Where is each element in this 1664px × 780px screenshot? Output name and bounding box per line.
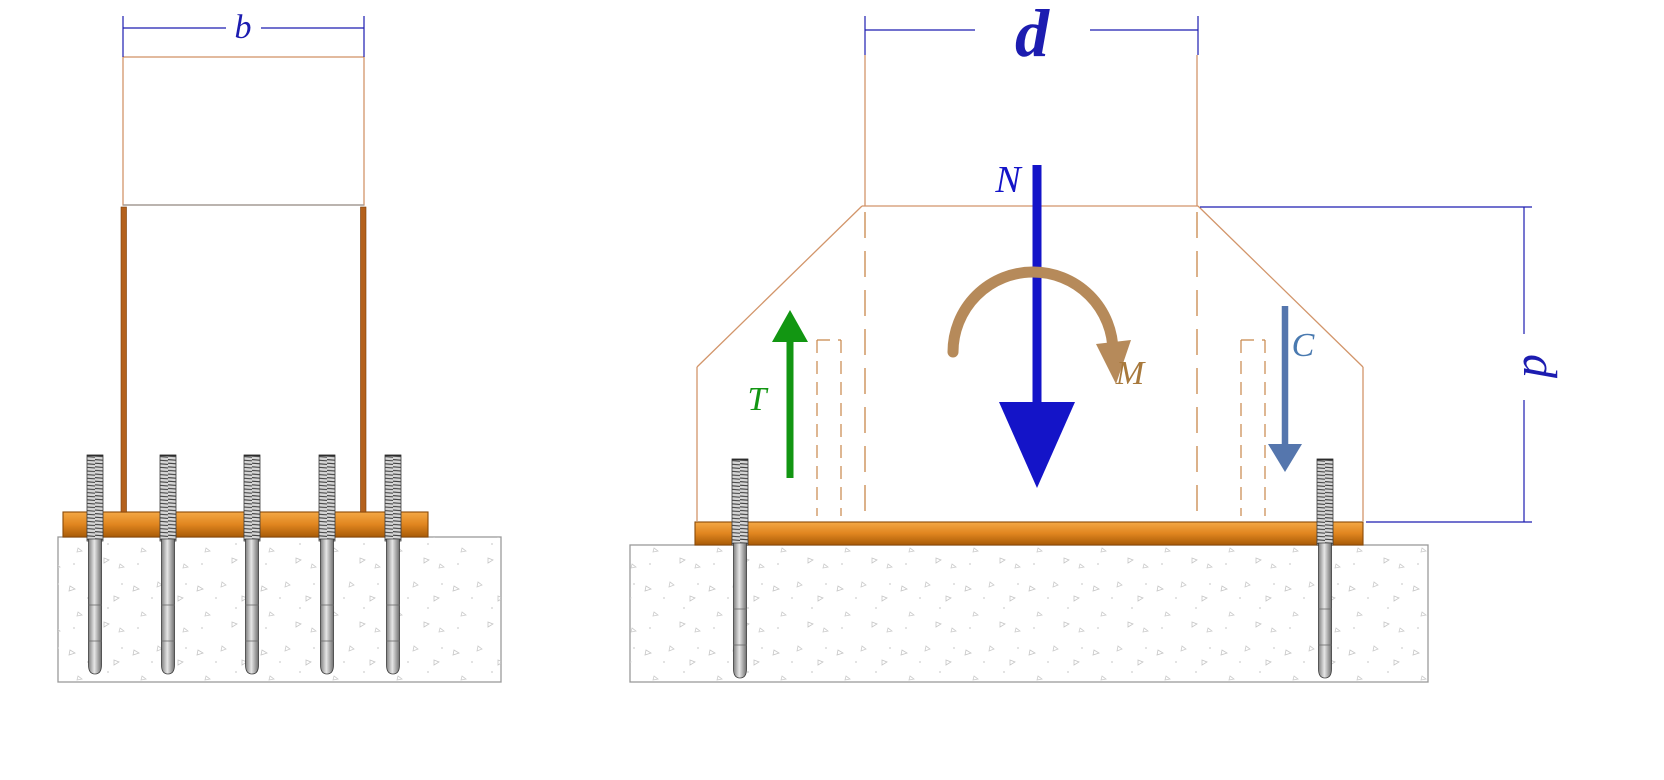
right-force-view: d d N M T C: [629, 0, 1566, 683]
moment-label: M: [1115, 355, 1146, 392]
moment-arc: [947, 266, 1119, 358]
left-elevation-view: b: [57, 9, 502, 683]
anchor-bolt: [159, 454, 177, 675]
base-plate: [694, 521, 1364, 546]
column-shaft-outline: [122, 56, 365, 206]
dimension-d-side-label: d: [1513, 354, 1566, 379]
tension-label: T: [748, 381, 769, 418]
hidden-bolt-right-outline: [1240, 339, 1266, 516]
axial-force-N: N: [994, 159, 1075, 488]
concrete-foundation-right: [629, 544, 1429, 683]
stiffener-slope-right: [1197, 205, 1364, 368]
stiffener-slope-left: [696, 205, 863, 368]
concrete-texture: [630, 545, 1428, 682]
dimension-d-side: d: [1200, 206, 1566, 523]
base-plate-right: [694, 521, 1364, 546]
tension-arrow-head-icon: [772, 310, 808, 342]
concrete-texture: [58, 537, 501, 682]
compression-label: C: [1292, 327, 1315, 364]
moment-arrow-head-icon: [1096, 340, 1131, 384]
compression-arrow-head-icon: [1268, 444, 1302, 472]
column-left: [120, 56, 367, 513]
dimension-d-top: d: [864, 0, 1199, 71]
compression-force-C: C: [1268, 306, 1315, 472]
axial-arrow-head-icon: [999, 402, 1075, 488]
axial-force-label: N: [994, 159, 1023, 201]
anchor-bolt: [1316, 458, 1334, 679]
anchor-bolt: [86, 454, 104, 675]
anchor-bolt: [731, 458, 749, 679]
dimension-d-top-label: d: [1015, 0, 1050, 71]
column-right-outline: [696, 55, 1364, 521]
concrete-foundation-left: [57, 536, 502, 683]
anchor-bolt: [318, 454, 336, 675]
moment-M: M: [947, 266, 1146, 392]
column-flange-left: [120, 206, 127, 513]
anchor-bolt: [384, 454, 402, 675]
hidden-bolt-left-outline: [816, 339, 842, 516]
column-flange-right: [360, 206, 367, 513]
dimension-b-label: b: [235, 9, 252, 46]
anchor-bolt: [243, 454, 261, 675]
tension-force-T: T: [748, 310, 808, 478]
dimension-b: b: [122, 9, 365, 57]
